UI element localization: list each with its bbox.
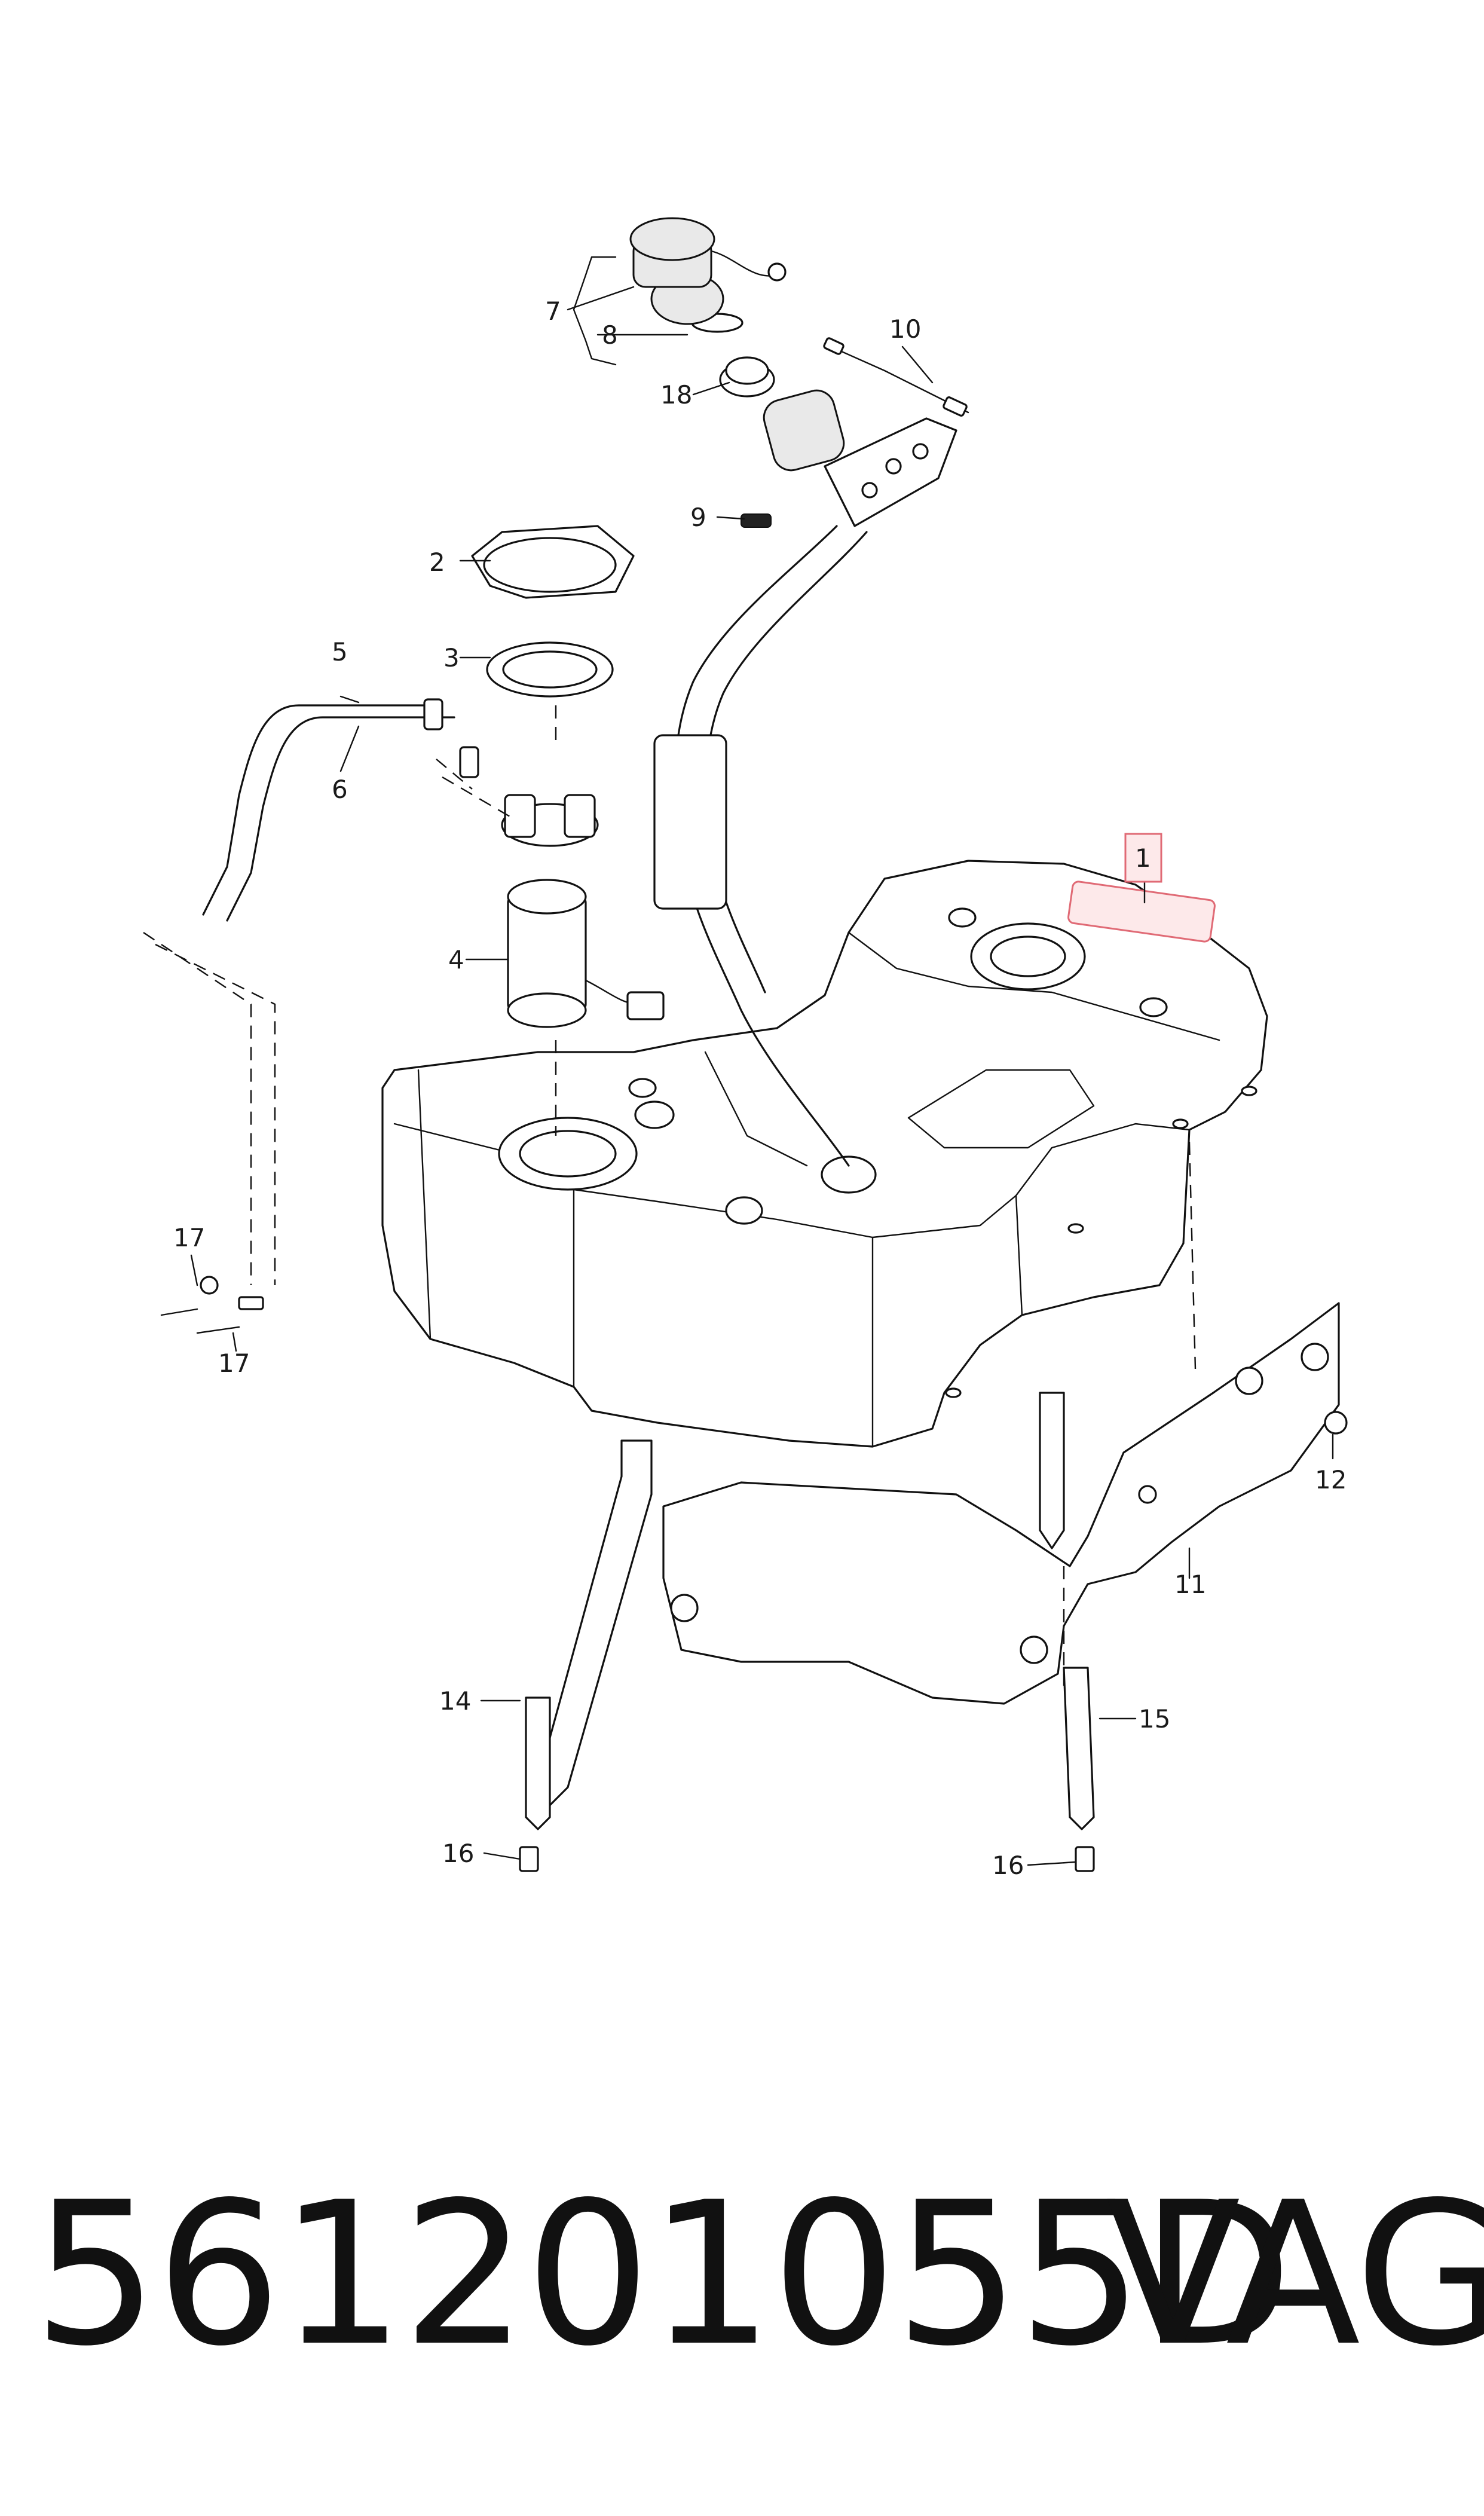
callout-4: 4: [448, 945, 464, 974]
callout-12: 12: [1315, 1465, 1347, 1494]
callout-17-lower: 17: [218, 1349, 250, 1378]
callout-11: 11: [1174, 1570, 1206, 1599]
callout-14: 14: [439, 1686, 471, 1716]
fuel-pump-assembly: [471, 525, 665, 1136]
callout-8: 8: [602, 320, 618, 350]
callout-labels: 1 2 3 4 5 6 7 8 9 10 11 12 14 15 16 16 1…: [173, 296, 1347, 1880]
callout-7: 7: [545, 296, 561, 326]
callout-3: 3: [443, 643, 460, 672]
heat-shield-and-straps: [519, 1141, 1348, 1872]
filler-neck: [629, 217, 969, 1167]
part-number: 561201055D: [33, 2160, 1293, 2389]
callout-16-right: 16: [992, 1851, 1024, 1880]
callout-2: 2: [429, 548, 445, 577]
callout-1: 1: [1135, 843, 1151, 873]
callout-18: 18: [660, 380, 692, 409]
brand-name: VAG: [1106, 2160, 1484, 2389]
fuel-tank: [381, 860, 1268, 1448]
callout-9: 9: [690, 503, 706, 532]
callout-17-upper: 17: [173, 1223, 205, 1252]
fuel-lines: [143, 698, 515, 1334]
callout-6: 6: [332, 775, 348, 804]
callout-10: 10: [889, 314, 921, 344]
callout-16-left: 16: [442, 1839, 474, 1868]
callout-1-highlight-box: [1124, 833, 1162, 883]
callout-5: 5: [332, 637, 348, 667]
callout-15: 15: [1139, 1704, 1170, 1734]
